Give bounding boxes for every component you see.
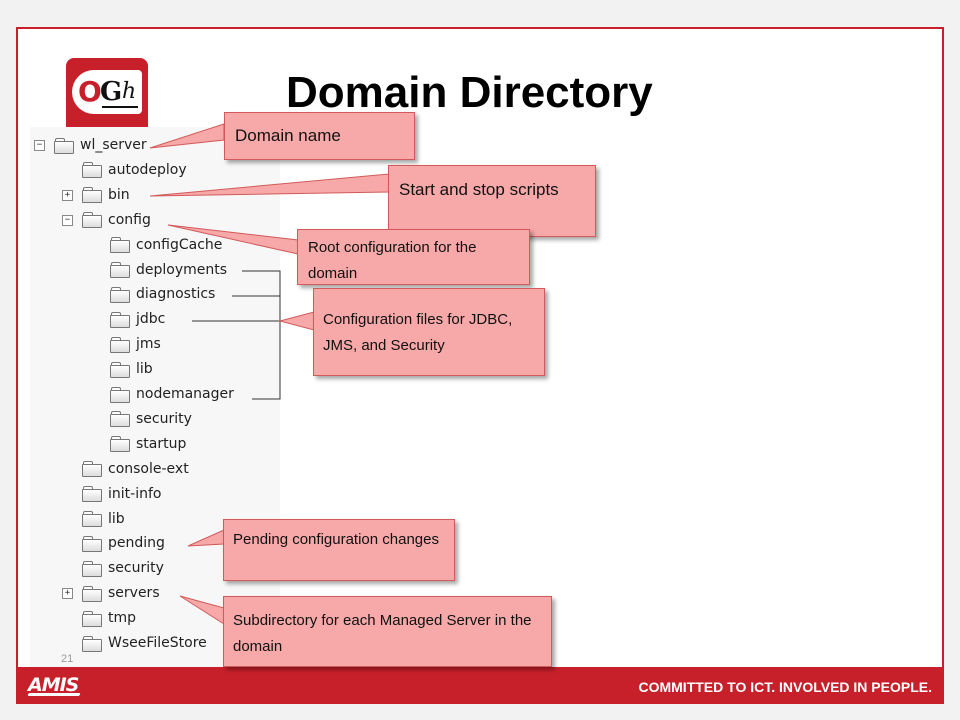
ogh-logo: O G h [66, 58, 148, 134]
callout-config-files: Configuration files for JDBC, JMS, and S… [313, 288, 545, 376]
tree-item-label: lib [136, 361, 153, 378]
folder-icon [110, 386, 130, 403]
footer-bar: AMIS COMMITTED TO ICT. INVOLVED IN PEOPL… [18, 667, 942, 702]
tree-item[interactable]: lib [82, 509, 125, 529]
tree-item[interactable]: security [110, 409, 192, 429]
tree-item-label: WseeFileStore [108, 635, 207, 651]
tree-item[interactable]: startup [110, 434, 186, 454]
tree-item[interactable]: nodemanager [110, 384, 234, 404]
amis-swoosh-icon [27, 693, 81, 696]
callout-root-configuration: Root configuration for the domain [297, 229, 530, 285]
footer-tagline: COMMITTED TO ICT. INVOLVED IN PEOPLE. [638, 679, 932, 695]
folder-icon [82, 187, 102, 204]
tree-item[interactable]: + bin [62, 185, 130, 205]
folder-icon [110, 436, 130, 453]
tree-item-label: security [108, 560, 164, 577]
tree-item[interactable]: + servers [62, 583, 160, 603]
folder-icon [82, 585, 102, 602]
tree-item-label: nodemanager [136, 386, 234, 402]
tree-item[interactable]: lib [110, 359, 153, 379]
tree-item-label: autodeploy [108, 161, 187, 178]
tree-item-label: configCache [136, 236, 223, 253]
folder-icon [82, 162, 102, 179]
tree-item[interactable]: jms [110, 334, 161, 354]
callout-managed-server: Subdirectory for each Managed Server in … [223, 596, 552, 667]
folder-icon [110, 411, 130, 428]
slide-title: Domain Directory [286, 68, 653, 117]
tree-item[interactable]: − config [62, 210, 151, 230]
logo-underline [102, 106, 138, 108]
directory-tree: − wl_server autodeploy + bin − config configCac… [30, 127, 280, 667]
folder-icon [110, 262, 130, 278]
folder-icon [82, 535, 102, 552]
tree-item-label: diagnostics [136, 286, 216, 303]
folder-icon [82, 486, 102, 503]
folder-icon [82, 635, 102, 652]
folder-icon [82, 560, 102, 577]
callout-pending-changes: Pending configuration changes [223, 519, 455, 581]
folder-icon [54, 137, 74, 154]
folder-icon [82, 212, 102, 229]
tree-item-label: wl_server [80, 137, 147, 153]
logo-badge: O G h [72, 70, 142, 114]
logo-letter-o: O [78, 75, 102, 108]
folder-icon [110, 286, 130, 303]
tree-item[interactable]: autodeploy [82, 160, 187, 180]
tree-item-label: bin [108, 186, 130, 203]
tree-item[interactable]: tmp [82, 608, 136, 628]
tree-item[interactable]: deployments [110, 260, 227, 280]
tree-item[interactable]: jdbc [110, 309, 165, 329]
tree-item-label: jdbc [136, 311, 166, 328]
logo-letter-g: G [100, 77, 123, 107]
folder-icon [110, 311, 130, 328]
callout-start-stop-scripts: Start and stop scripts [388, 165, 596, 237]
amis-logo: AMIS [28, 674, 79, 696]
tree-item-label: init-info [108, 485, 162, 502]
tree-item-label: pending [108, 535, 165, 552]
tree-item-label: startup [136, 435, 187, 452]
folder-icon [110, 361, 130, 378]
tree-item[interactable]: pending [82, 533, 165, 553]
tree-item-label: deployments [136, 261, 228, 278]
tree-item-label: lib [108, 510, 125, 527]
tree-item[interactable]: − wl_server [34, 135, 147, 155]
collapse-icon[interactable]: − [62, 214, 73, 226]
tree-item[interactable]: diagnostics [110, 284, 215, 304]
folder-icon [82, 610, 102, 627]
tree-item[interactable]: init-info [82, 484, 161, 504]
tree-item-label: config [108, 211, 151, 228]
folder-icon [82, 511, 102, 527]
tree-item[interactable]: security [82, 558, 164, 578]
folder-icon [110, 336, 130, 353]
tree-item[interactable]: configCache [110, 235, 222, 255]
folder-icon [110, 237, 130, 254]
tree-item[interactable]: console-ext [82, 459, 189, 479]
tree-item-label: security [136, 410, 192, 427]
tree-item-label: jms [136, 336, 161, 353]
folder-icon [82, 461, 102, 478]
expand-icon[interactable]: + [62, 189, 73, 201]
tree-item-label: servers [108, 585, 160, 602]
callout-domain-name: Domain name [224, 112, 415, 160]
tree-item[interactable]: WseeFileStore [82, 633, 207, 653]
expand-icon[interactable]: + [62, 588, 73, 600]
logo-letter-h: h [122, 79, 137, 104]
collapse-icon[interactable]: − [34, 140, 45, 151]
page-number: 21 [61, 653, 74, 665]
tree-item-label: tmp [108, 610, 137, 627]
tree-item-label: console-ext [108, 460, 189, 477]
